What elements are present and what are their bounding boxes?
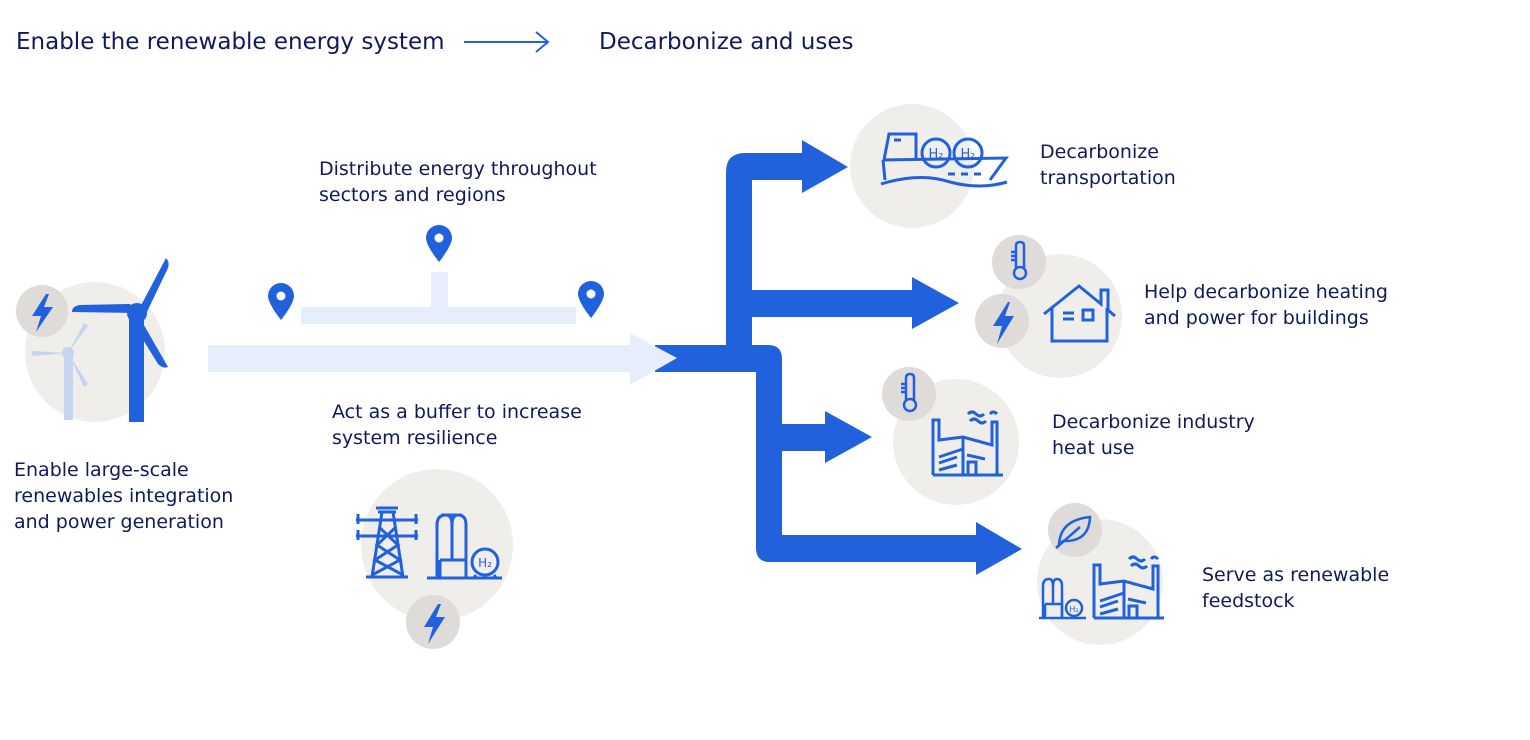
hydrogen-storage-icon (1039, 577, 1086, 620)
house-icon (1043, 284, 1116, 343)
label-line: renewables integration (14, 485, 234, 507)
long-right-arrow-icon (464, 31, 550, 53)
factory-icon (931, 410, 1003, 477)
label-line: Decarbonize (1040, 141, 1159, 163)
buildings-label: Help decarbonize heating and power for b… (1144, 279, 1388, 331)
thermometer-badge (882, 367, 936, 421)
label-line: transportation (1040, 167, 1176, 189)
transportation-label: Decarbonize transportation (1040, 139, 1176, 191)
transportation-group: H₂ H₂ (850, 104, 1009, 228)
h2-label: H₂ (961, 147, 976, 162)
label-line: and power for buildings (1144, 307, 1369, 329)
header-left-title: Enable the renewable energy system (16, 29, 445, 55)
lightning-bolt-icon (993, 302, 1014, 344)
thermometer-icon (1011, 240, 1028, 281)
label-line: heat use (1052, 437, 1135, 459)
distribute-label: Distribute energy throughout sectors and… (319, 156, 597, 208)
label-line: Distribute energy throughout (319, 158, 597, 180)
transportation-circle-bg (850, 104, 974, 228)
label-line: system resilience (332, 427, 498, 449)
label-line: Act as a buffer to increase (332, 401, 582, 423)
factory-icon (1092, 555, 1164, 620)
buildings-group (975, 235, 1122, 378)
branching-arrows (655, 140, 1022, 575)
buffer-group: H₂ (356, 469, 513, 649)
map-pin-icon (268, 283, 294, 320)
leaf-icon (1055, 515, 1092, 549)
label-line: Decarbonize industry (1052, 411, 1255, 433)
main-flow (208, 140, 1022, 575)
wind-turbine-icon (72, 258, 169, 422)
label-line: sectors and regions (319, 184, 506, 206)
label-line: Serve as renewable (1202, 564, 1390, 586)
industry-label: Decarbonize industry heat use (1052, 409, 1255, 461)
thermometer-badge (992, 235, 1046, 289)
hydrogen-ship-icon (880, 132, 1009, 188)
feedstock-label: Serve as renewable feedstock (1202, 562, 1389, 614)
power-pylon-icon (356, 506, 418, 579)
header-right-title: Decarbonize and uses (599, 29, 854, 55)
distribution-network (268, 225, 604, 324)
hydrogen-storage-icon (427, 513, 502, 580)
h2-label: H₂ (478, 556, 492, 570)
industry-group (882, 367, 1019, 505)
h2-label: H₂ (929, 147, 944, 162)
map-pin-icon (578, 281, 604, 318)
h2-label: H₂ (1069, 605, 1078, 614)
thermometer-icon (901, 372, 918, 413)
label-line: and power generation (14, 511, 224, 533)
label-line: Help decarbonize heating (1144, 281, 1388, 303)
map-pin-icon (426, 225, 452, 262)
buffer-label: Act as a buffer to increase system resil… (332, 399, 582, 451)
distribution-stem (431, 272, 448, 312)
lightning-bolt-icon (424, 604, 445, 644)
input-arrow (208, 333, 677, 385)
label-line: feedstock (1202, 590, 1295, 612)
lightning-bolt-icon (32, 294, 53, 332)
renewables-label: Enable large-scale renewables integratio… (14, 457, 233, 535)
small-wind-turbine-icon (32, 323, 88, 420)
feedstock-group: H₂ (1037, 503, 1164, 645)
renewables-group (16, 258, 169, 422)
label-line: Enable large-scale (14, 459, 189, 481)
distribution-bar (301, 307, 576, 324)
